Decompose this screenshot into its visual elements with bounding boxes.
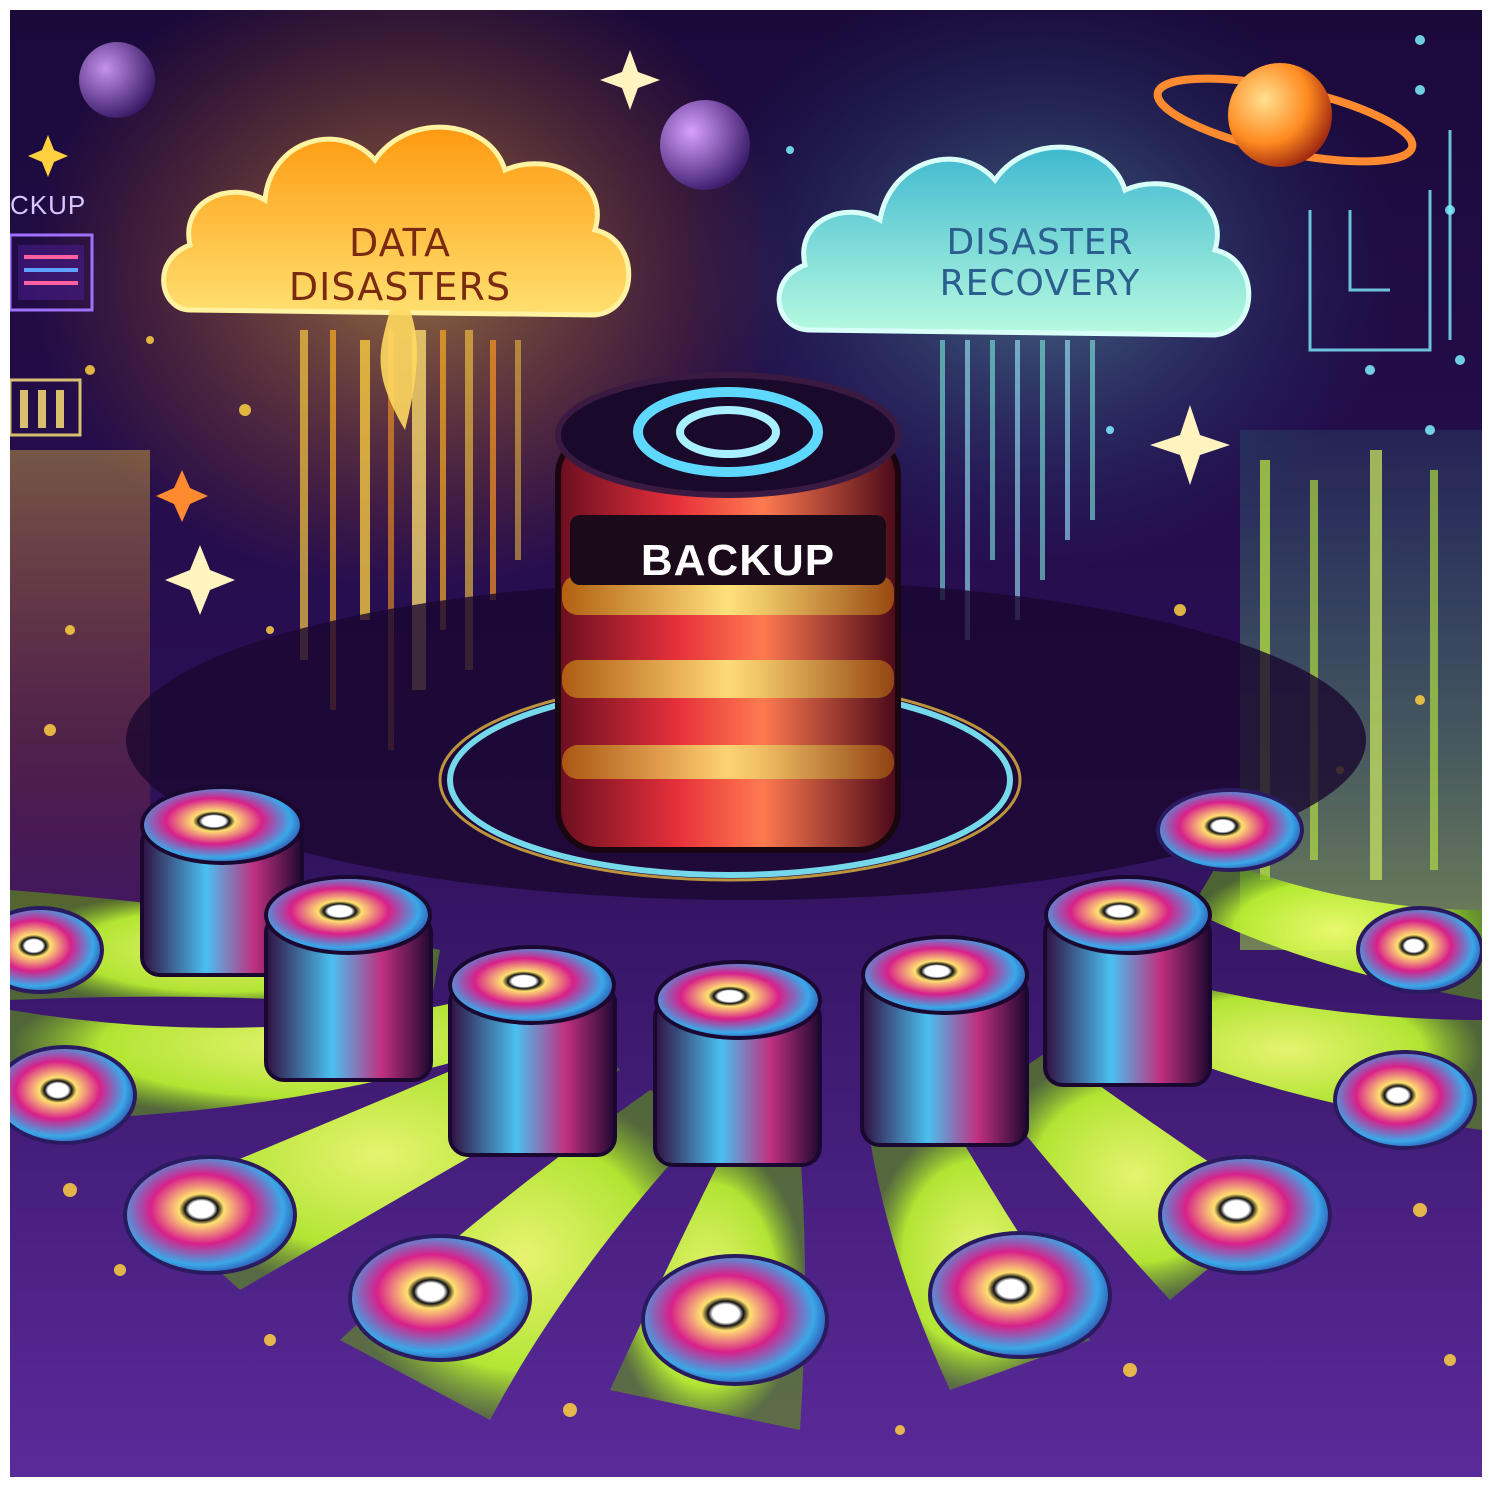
database-server-icon [140,785,1212,1167]
data-stream-left [10,330,521,950]
backup-scene-artwork [10,10,1482,1477]
database-server-icon [555,372,901,853]
disaster-recovery-line2: RECOVERY [939,263,1141,305]
sparkle-star-icon [28,50,1230,615]
illustration: DATA DISASTERS DISASTER RECOVERY BACKUP … [10,10,1482,1477]
optical-disc-icon [10,788,1482,1386]
side-panel-label: CKUP [10,190,87,220]
backup-server-label: BACKUP [640,536,836,585]
disaster-recovery-line1: DISASTER [946,222,1134,263]
planet-icon [79,42,1417,190]
data-stream-right [940,340,1482,950]
cloud-icon [776,144,1252,338]
data-disasters-label: DATA DISASTERS [200,221,600,309]
cloud-icon [161,124,632,430]
side-panel [10,233,94,437]
data-disasters-line2: DISASTERS [288,264,512,309]
disaster-recovery-label: DISASTER RECOVERY [840,222,1240,305]
data-disasters-line1: DATA [349,221,451,265]
